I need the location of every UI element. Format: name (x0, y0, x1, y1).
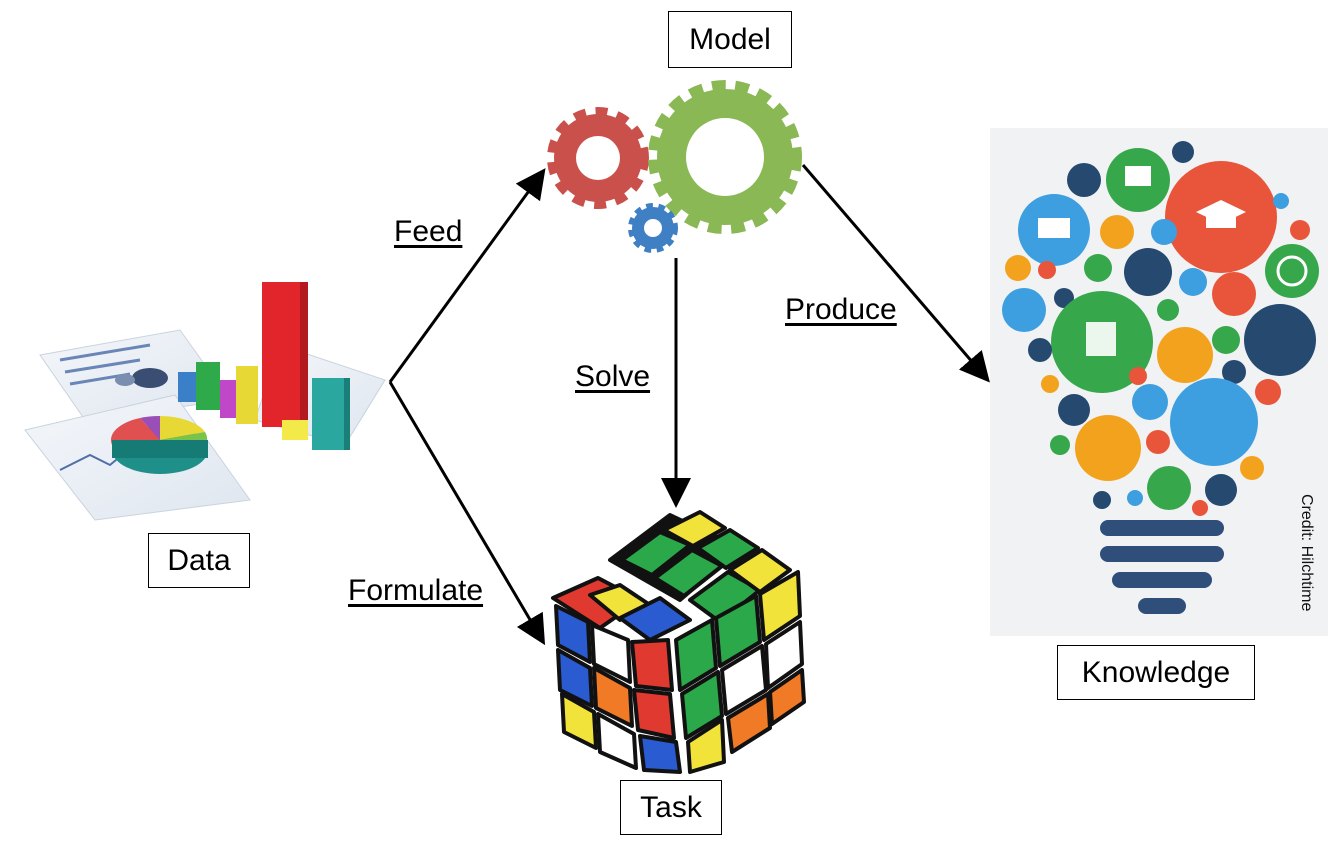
feed-arrow (388, 168, 546, 383)
knowledge-node-label: Knowledge (1057, 645, 1255, 700)
data-illustration (15, 255, 390, 523)
feed-edge-label: Feed (394, 215, 463, 248)
model-node-label: Model (668, 11, 792, 68)
bulb-illustration (990, 128, 1328, 636)
formulate-arrow (388, 381, 546, 646)
solve-edge-label: Solve (575, 360, 651, 393)
task-node-label: Task (620, 780, 722, 835)
produce-arrow (801, 164, 990, 383)
image-credit: Credit: Hilchtime (1298, 494, 1315, 612)
formulate-edge-label: Formulate (348, 574, 484, 607)
data-node-label: Data (148, 533, 250, 588)
cube-illustration (551, 510, 806, 774)
produce-edge-label: Produce (785, 293, 897, 326)
gears-illustration (547, 80, 802, 253)
